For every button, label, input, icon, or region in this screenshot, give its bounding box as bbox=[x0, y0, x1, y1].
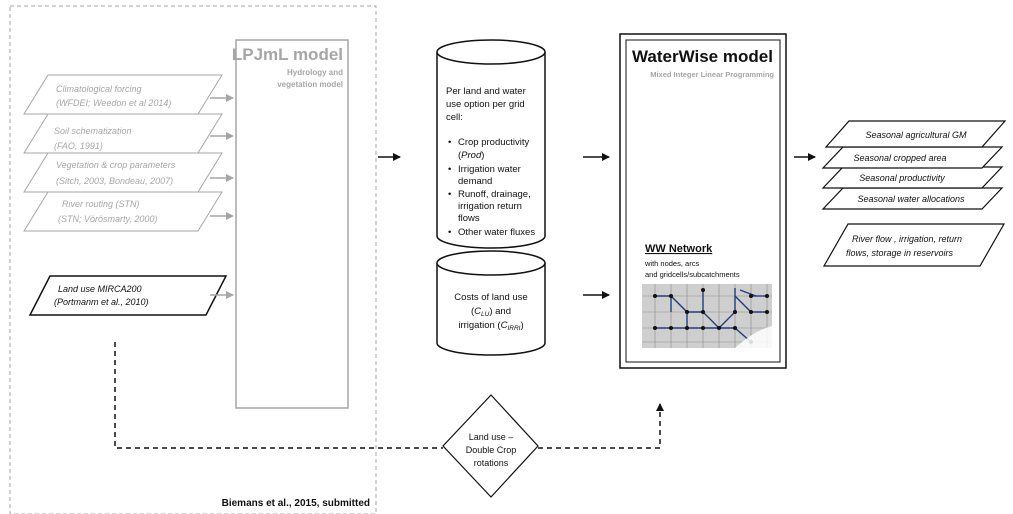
costs-line2: (CLU) and bbox=[471, 306, 511, 318]
bullet-crop-productivity-line1: Crop productivity bbox=[458, 137, 530, 148]
input-land-use-line2: (Portmanm et al., 2010) bbox=[54, 297, 149, 307]
bullet-dot-2: • bbox=[448, 164, 451, 175]
dashed-landuse-to-diamond bbox=[114, 342, 443, 449]
output-water-allocations: Seasonal water allocations bbox=[821, 187, 1004, 210]
input-land-use: Land use MIRCA200 (Portmanm et al., 2010… bbox=[28, 275, 228, 316]
lpjml-subtitle-line2: vegetation model bbox=[277, 80, 343, 89]
input-soil-line2: (FAO, 1991) bbox=[54, 141, 103, 151]
bullet-dot-3: • bbox=[448, 189, 451, 200]
ww-network-desc-line1: with nodes, arcs bbox=[644, 259, 699, 268]
bullet-irrigation-line1: Irrigation water bbox=[458, 164, 521, 175]
per-gridcell-data-cylinder: Per land and water use option per grid c… bbox=[436, 39, 546, 249]
output-water-allocations-label: Seasonal water allocations bbox=[857, 194, 965, 204]
bullet-irrigation-line2: demand bbox=[458, 176, 492, 187]
costs-line1: Costs of land use bbox=[454, 292, 527, 303]
costs-line3: irrigation (CIRRI) bbox=[458, 320, 523, 332]
citation: Biemans et al., 2015, submitted bbox=[222, 498, 370, 509]
lpjml-model-box bbox=[235, 39, 349, 409]
lpjml-title: LPJmL model bbox=[232, 45, 343, 64]
input-climate-line1: Climatological forcing bbox=[56, 84, 142, 94]
bullet-other-fluxes: Other water fluxes bbox=[458, 227, 535, 238]
bullet-runoff-line3: flows bbox=[458, 213, 480, 224]
waterwise-subtitle: Mixed Integer Linear Programming bbox=[650, 70, 774, 79]
double-crop-diamond: Land use – Double Crop rotations bbox=[442, 394, 539, 498]
input-vegetation-crop: Vegetation & crop parameters (Sitch, 200… bbox=[23, 152, 223, 193]
waterwise-title: WaterWise model bbox=[632, 47, 773, 66]
output-agricultural-gm: Seasonal agricultural GM bbox=[824, 120, 1007, 148]
ww-network-image bbox=[642, 284, 772, 348]
river-flow-line2: flows, storage in reservoirs bbox=[846, 248, 954, 258]
bullet-dot-1: • bbox=[448, 137, 451, 148]
input-climate: Climatological forcing (WFDEI; Weedon et… bbox=[23, 74, 223, 115]
input-river-routing: River routing (STN) (STN; Vörösmarty, 20… bbox=[23, 191, 223, 232]
input-land-use-line1: Land use MIRCA200 bbox=[58, 284, 142, 294]
input-river-routing-line2: (STN; Vörösmarty, 2000) bbox=[58, 214, 157, 224]
bullet-runoff-line1: Runoff, drainage, bbox=[458, 189, 531, 200]
input-vegetation-crop-line1: Vegetation & crop parameters bbox=[56, 160, 176, 170]
dashed-diamond-to-waterwise bbox=[538, 403, 664, 449]
output-agricultural-gm-label: Seasonal agricultural GM bbox=[865, 130, 967, 140]
lpjml-subtitle-line1: Hydrology and bbox=[287, 68, 343, 77]
output-cropped-area: Seasonal cropped area bbox=[821, 146, 1004, 169]
diamond-line1: Land use – bbox=[469, 432, 514, 442]
input-soil: Soil schematization (FAO, 1991) bbox=[23, 113, 223, 154]
input-vegetation-crop-line2: (Sitch, 2003, Bondeau, 2007) bbox=[56, 176, 173, 186]
river-flow-line1: River flow , irrigation, return bbox=[852, 234, 962, 244]
output-productivity: Seasonal productivity bbox=[821, 166, 1004, 189]
cylinder-intro-line2: use option per grid bbox=[446, 99, 525, 110]
diamond-line2: Double Crop bbox=[466, 445, 517, 455]
input-river-routing-line1: River routing (STN) bbox=[62, 199, 140, 209]
costs-cylinder: Costs of land use (CLU) and irrigation (… bbox=[436, 250, 546, 356]
cylinder-intro-line1: Per land and water bbox=[446, 86, 526, 97]
bullet-runoff-line2: irrigation return bbox=[458, 201, 522, 212]
lpjml-dashed-container bbox=[9, 5, 377, 514]
ww-network-desc-line2: and gridcells/subcatchments bbox=[645, 270, 740, 279]
output-productivity-label: Seasonal productivity bbox=[859, 173, 945, 183]
output-cropped-area-label: Seasonal cropped area bbox=[853, 153, 946, 163]
bullet-crop-productivity-line2: (Prod) bbox=[458, 150, 484, 161]
cylinder-intro-line3: cell: bbox=[446, 112, 463, 123]
diamond-line3: rotations bbox=[474, 458, 509, 468]
bullet-dot-4: • bbox=[448, 227, 451, 238]
ww-network-title: WW Network bbox=[645, 243, 713, 255]
input-climate-line2: (WFDEI; Weedon et al 2014) bbox=[56, 98, 171, 108]
output-river-flow: River flow , irrigation, return flows, s… bbox=[822, 223, 1006, 267]
input-soil-line1: Soil schematization bbox=[54, 126, 132, 136]
